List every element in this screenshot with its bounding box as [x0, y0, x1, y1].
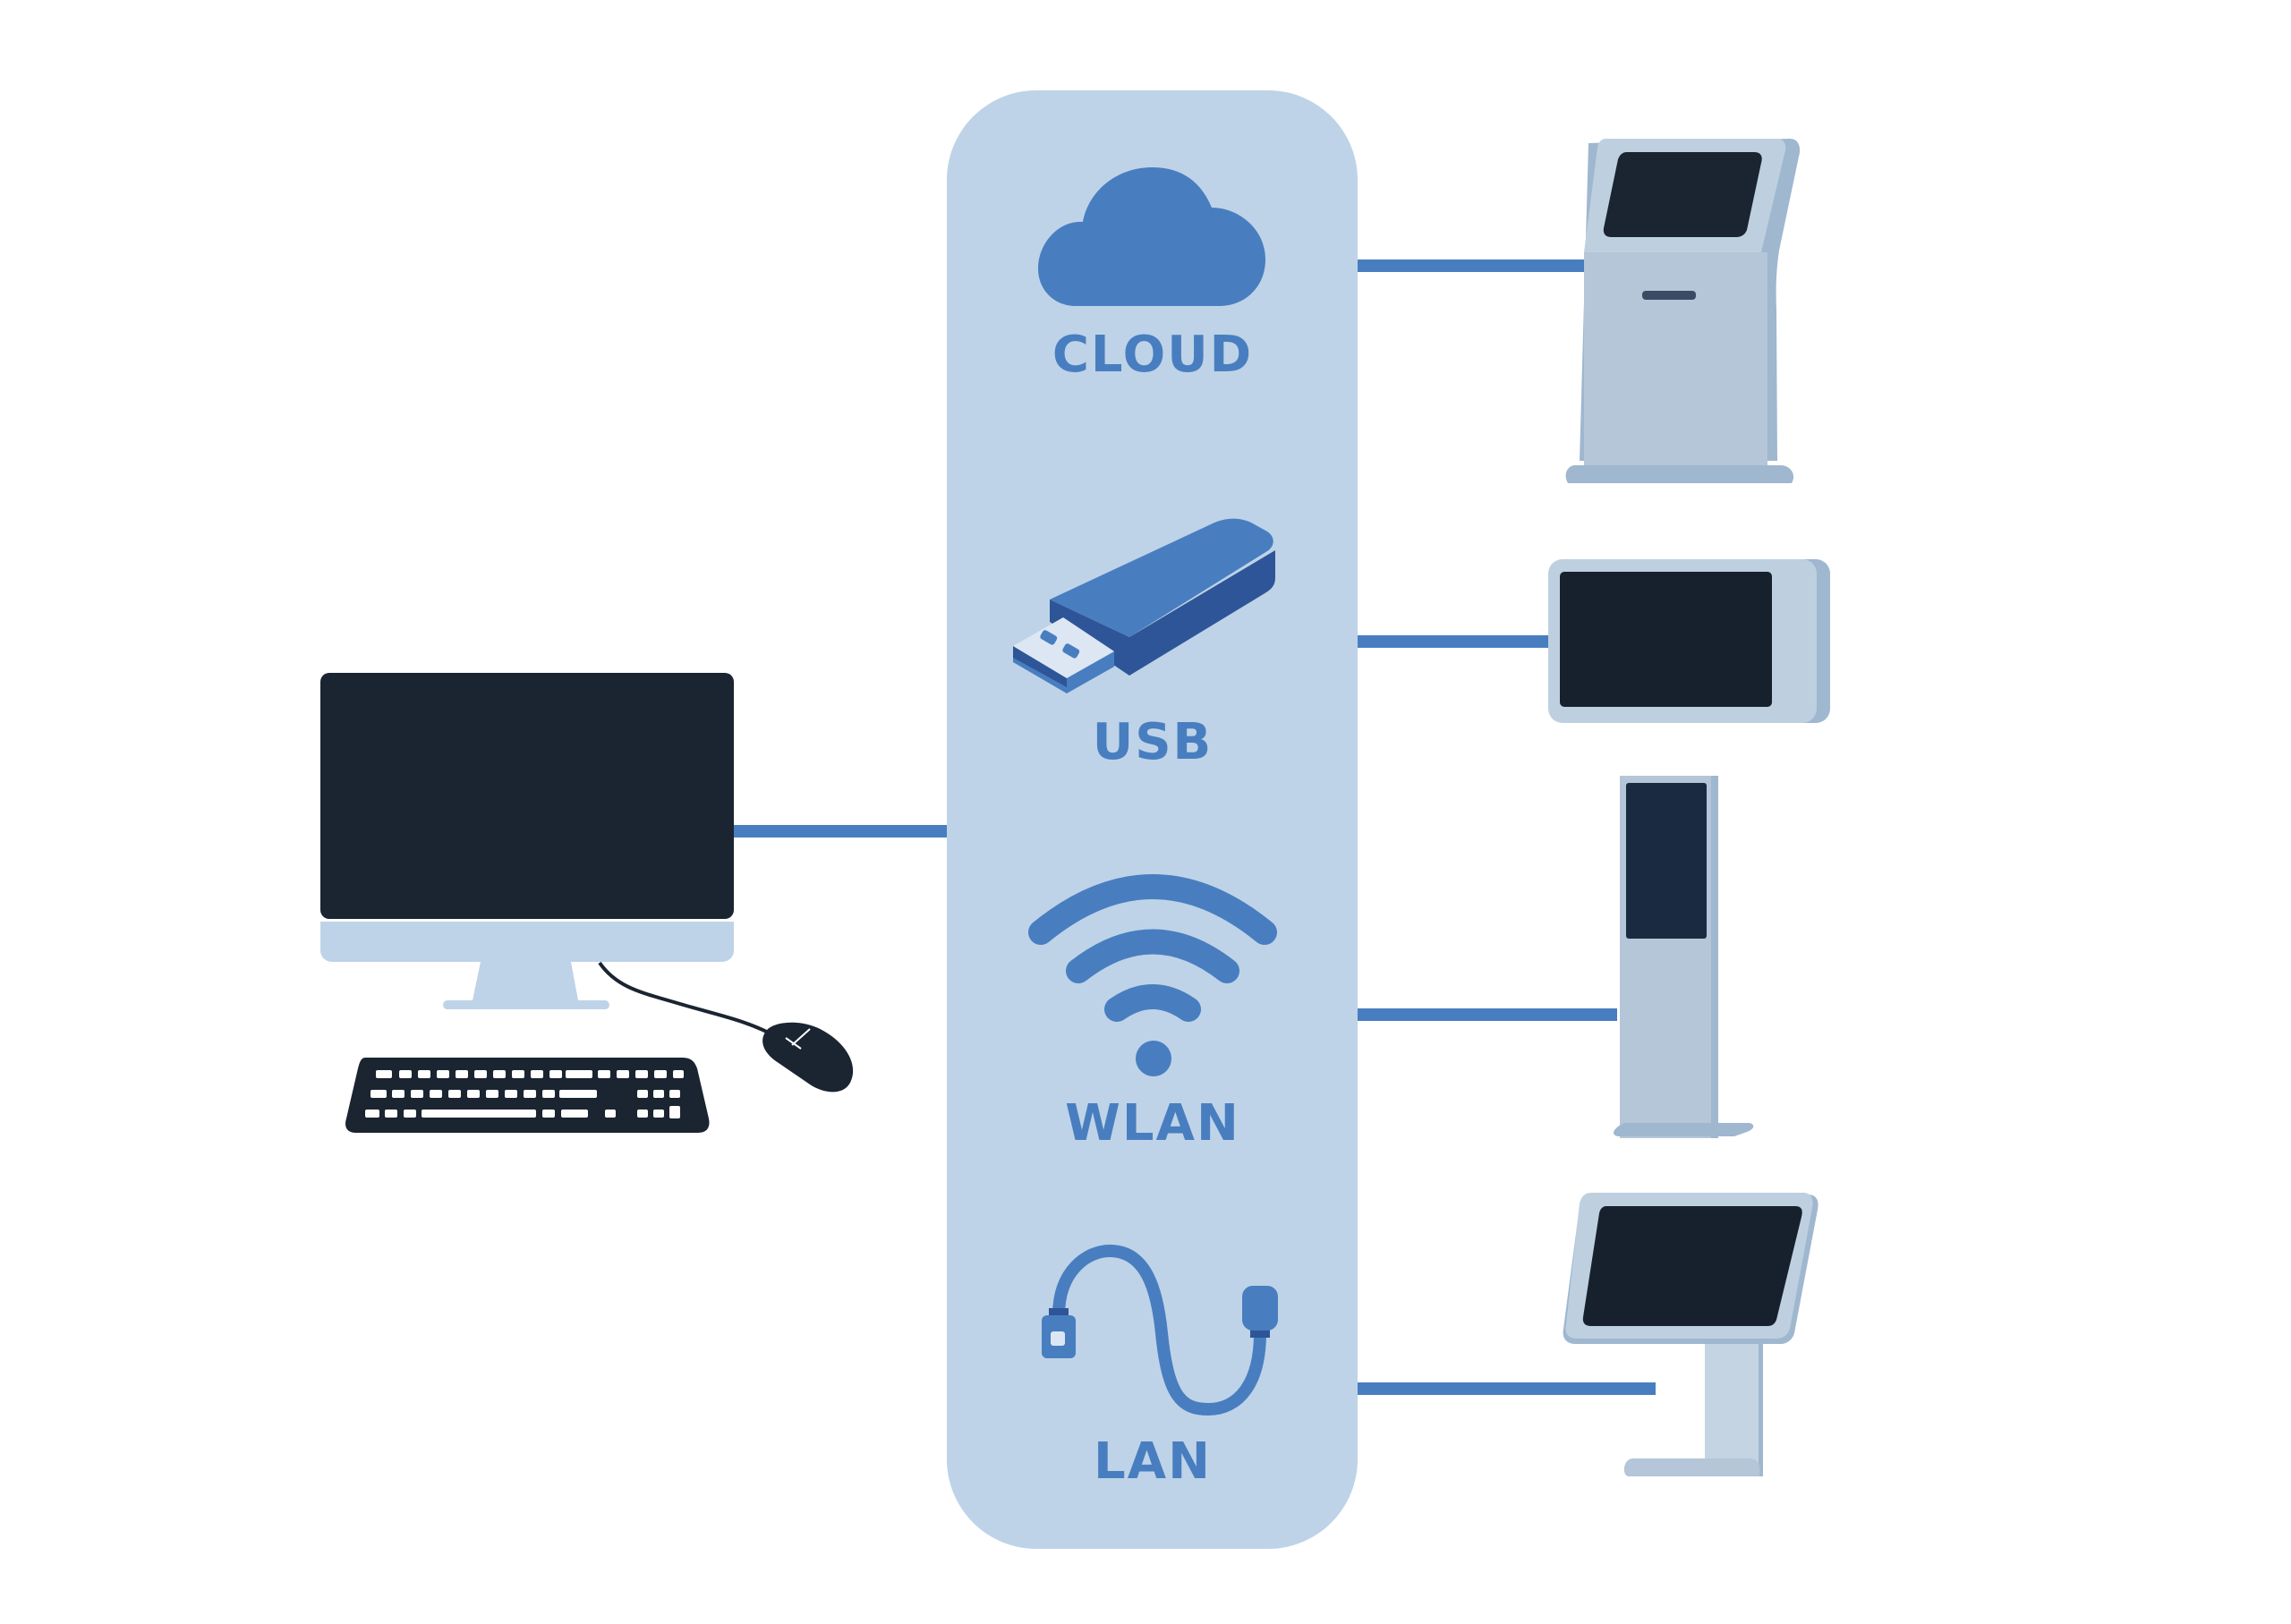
desktop-computer	[320, 673, 854, 1133]
wall-display-icon	[1548, 559, 1830, 723]
ethernet-cable-icon	[1042, 1244, 1278, 1416]
usb-drive-icon	[1013, 518, 1275, 693]
connection-hub-panel	[947, 90, 1358, 1549]
wifi-icon	[1028, 874, 1277, 1076]
connector-hub-to-wall-display	[1356, 635, 1553, 648]
connector-computer-to-hub	[732, 825, 949, 838]
monitor-stand	[443, 962, 609, 1009]
channel-label-wlan: WLAN	[1065, 1094, 1240, 1152]
totem-display-icon	[1614, 776, 1754, 1138]
mouse-cable	[598, 961, 779, 1040]
keyboard-keys	[365, 1070, 684, 1118]
channel-label-usb: USB	[1093, 713, 1214, 771]
channel-wlan: WLAN	[1028, 874, 1277, 1152]
connector-hub-to-kiosk	[1356, 259, 1584, 272]
connector-hub-to-tablet-stand	[1356, 1382, 1656, 1395]
channel-usb: USB	[1013, 518, 1275, 771]
connections	[732, 259, 1656, 1395]
cloud-icon	[1038, 167, 1265, 306]
connector-hub-to-totem	[1356, 1008, 1617, 1021]
mouse-icon	[762, 1022, 854, 1093]
channel-label-lan: LAN	[1094, 1433, 1212, 1491]
monitor-screen	[320, 673, 734, 919]
kiosk-icon	[1565, 139, 1801, 483]
channel-cloud: CLOUD	[1038, 167, 1265, 384]
tablet-stand-icon	[1563, 1193, 1818, 1476]
keyboard-icon	[345, 1058, 710, 1133]
monitor-chin	[320, 922, 734, 962]
monitor-icon	[320, 673, 734, 1009]
channel-lan: LAN	[1042, 1244, 1278, 1491]
channel-label-cloud: CLOUD	[1052, 326, 1253, 384]
